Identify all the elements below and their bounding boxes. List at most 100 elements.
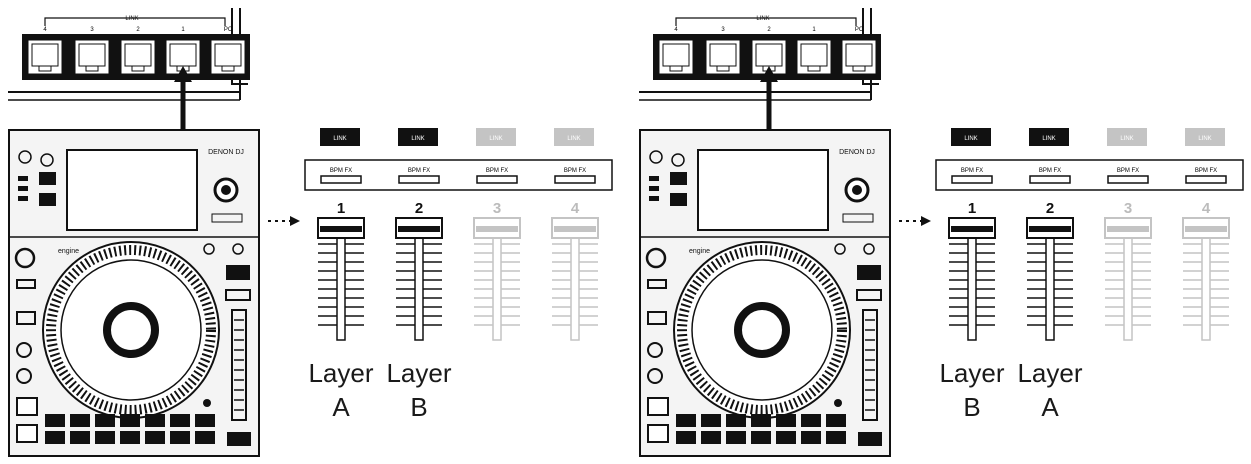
channel-badge: LINK — [1042, 136, 1055, 142]
diagram-left-svg: LINK 4 3 2 1 PC — [8, 8, 613, 457]
channel-numbers: 1 2 3 4 — [337, 200, 580, 217]
port-label: 3 — [721, 27, 725, 33]
bpm-fx-button[interactable] — [1029, 175, 1071, 184]
channel-badge: LINK — [964, 136, 977, 142]
dotted-arrow-icon — [268, 216, 300, 226]
bpm-fx-label: BPM FX — [1039, 168, 1061, 174]
channel-fader[interactable] — [1104, 217, 1152, 341]
bpm-fx-button[interactable] — [320, 175, 362, 184]
port-label: 1 — [181, 27, 185, 33]
bpm-fx-button[interactable] — [476, 175, 518, 184]
bpm-fx-label: BPM FX — [1117, 168, 1139, 174]
layer-label-ch1: Layer B — [927, 356, 1017, 424]
layer-letter: B — [410, 392, 428, 422]
port-label: 2 — [767, 27, 771, 33]
channel-number: 4 — [1202, 200, 1211, 217]
diagram-right-svg: LINK 4 3 2 1 PC DENON DJ — [639, 8, 1244, 457]
bpm-fx-label: BPM FX — [486, 168, 508, 174]
port-label: 1 — [812, 27, 816, 33]
connection-arrow-icon — [760, 66, 778, 130]
channel-badge: LINK — [567, 136, 580, 142]
media-player-device: DENON DJ engine — [639, 129, 891, 457]
ethernet-port-icon — [27, 39, 63, 75]
ethernet-ports — [27, 39, 246, 75]
ethernet-port-icon — [74, 39, 110, 75]
channel-fader[interactable] — [551, 217, 599, 341]
bpm-fx-label: BPM FX — [330, 168, 352, 174]
channel-fader[interactable] — [948, 217, 996, 341]
layer-label-ch2: Layer B — [374, 356, 464, 424]
layer-letter: B — [963, 392, 981, 422]
channel-number: 1 — [968, 200, 976, 217]
bpm-fx-button[interactable] — [1107, 175, 1149, 184]
bpm-fx-label: BPM FX — [961, 168, 983, 174]
layer-word: Layer — [308, 358, 374, 388]
ethernet-port-icon — [658, 39, 694, 75]
ethernet-port-icon — [705, 39, 741, 75]
bpm-fx-button[interactable] — [951, 175, 993, 184]
channel-badge: LINK — [333, 136, 346, 142]
port-label: PC — [224, 27, 233, 33]
touch-screen — [66, 149, 198, 231]
channel-badges: LINK LINK LINK LINK — [951, 128, 1225, 146]
bpm-fx-button[interactable] — [1185, 175, 1227, 184]
port-label: 4 — [674, 27, 678, 33]
dotted-arrow-icon — [899, 216, 931, 226]
ethernet-port-icon — [210, 39, 246, 75]
channel-faders — [317, 217, 599, 341]
bpm-fx-button[interactable] — [398, 175, 440, 184]
channel-fader[interactable] — [317, 217, 365, 341]
channel-fader[interactable] — [395, 217, 443, 341]
media-player-device: DENON DJ engine — [8, 129, 260, 457]
layer-word: Layer — [1017, 358, 1083, 388]
port-label: 2 — [136, 27, 140, 33]
port-label: 4 — [43, 27, 47, 33]
link-bracket — [675, 17, 857, 26]
port-labels: 4 3 2 1 PC — [674, 27, 864, 33]
device-brand: engine — [58, 248, 79, 255]
layer-letter: A — [332, 392, 350, 422]
channel-number: 1 — [337, 200, 345, 217]
layer-label-ch1: Layer A — [296, 356, 386, 424]
layer-word: Layer — [939, 358, 1005, 388]
ethernet-port-icon — [120, 39, 156, 75]
channel-badge: LINK — [1120, 136, 1133, 142]
channel-fader[interactable] — [473, 217, 521, 341]
connection-arrow-icon — [174, 66, 192, 130]
device-model: DENON DJ — [839, 149, 875, 156]
bpm-fx-box — [304, 159, 613, 191]
channel-number: 4 — [571, 200, 580, 217]
channel-number: 2 — [1046, 200, 1054, 217]
bpm-fx-buttons: BPM FX BPM FX BPM FX BPM FX — [951, 168, 1227, 184]
channel-fader[interactable] — [1026, 217, 1074, 341]
link-bracket — [44, 17, 226, 26]
link-header: LINK — [756, 16, 769, 22]
bpm-fx-label: BPM FX — [564, 168, 586, 174]
channel-badge: LINK — [1198, 136, 1211, 142]
layer-letter: A — [1041, 392, 1059, 422]
performance-pads — [676, 414, 846, 444]
layer-word: Layer — [386, 358, 452, 388]
performance-pads — [45, 414, 215, 444]
device-brand: engine — [689, 248, 710, 255]
bpm-fx-button[interactable] — [554, 175, 596, 184]
channel-numbers: 1 2 3 4 — [968, 200, 1211, 217]
device-model: DENON DJ — [208, 149, 244, 156]
channel-number: 2 — [415, 200, 423, 217]
layer-label-ch2: Layer A — [1005, 356, 1095, 424]
channel-number: 3 — [1124, 200, 1132, 217]
port-labels: 4 3 2 1 PC — [43, 27, 233, 33]
channel-badge: LINK — [489, 136, 502, 142]
link-header: LINK — [125, 16, 138, 22]
channel-faders — [948, 217, 1230, 341]
port-label: PC — [855, 27, 864, 33]
diagram-left: LINK 4 3 2 1 PC — [0, 0, 620, 459]
mixer-rear-panel: LINK 4 3 2 1 PC — [639, 8, 881, 101]
ethernet-port-icon — [796, 39, 832, 75]
bpm-fx-label: BPM FX — [1195, 168, 1217, 174]
channel-fader[interactable] — [1182, 217, 1230, 341]
touch-screen — [697, 149, 829, 231]
bpm-fx-buttons: BPM FX BPM FX BPM FX BPM FX — [320, 168, 596, 184]
bpm-fx-box — [935, 159, 1244, 191]
jog-wheel-icon — [673, 241, 851, 419]
